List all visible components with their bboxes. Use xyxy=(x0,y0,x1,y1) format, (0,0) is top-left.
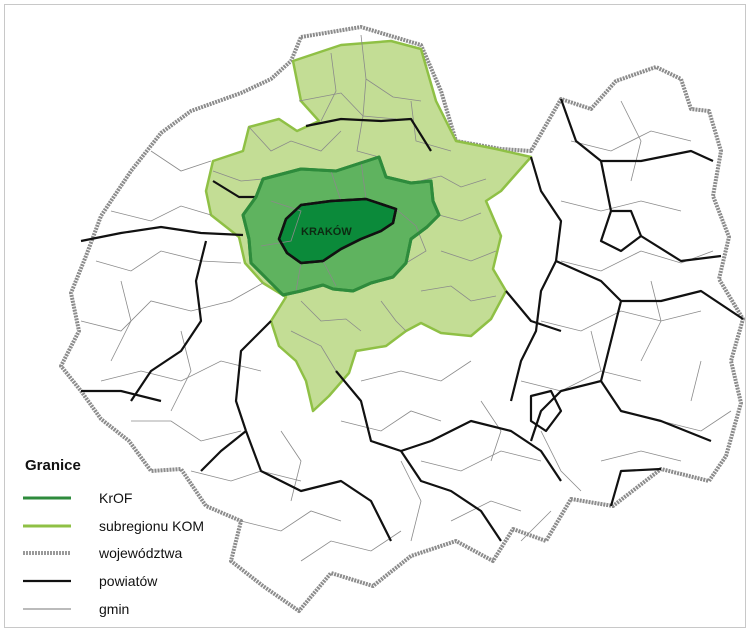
legend-item-county: powiatów xyxy=(23,572,157,590)
legend-label: KrOF xyxy=(99,490,133,506)
region-map: KRAKÓW xyxy=(59,25,745,613)
commune-boundaries xyxy=(80,34,732,562)
legend-label: gmin xyxy=(99,601,130,617)
legend-item-kom: subregionu KOM xyxy=(23,517,204,535)
commune-line-swatch xyxy=(23,608,71,610)
legend-label: powiatów xyxy=(99,573,158,589)
legend-item-commune: gmin xyxy=(23,600,129,618)
legend-item-krof: KrOF xyxy=(23,489,132,507)
legend-label: województwa xyxy=(99,545,183,561)
county-boundaries xyxy=(80,98,744,542)
kom-line-swatch xyxy=(23,524,71,528)
krof-line-swatch xyxy=(23,496,71,500)
voivodeship-line-swatch xyxy=(23,551,71,555)
legend-label: subregionu KOM xyxy=(99,518,205,534)
city-label-krakow: KRAKÓW xyxy=(301,225,352,238)
legend-title: Granice xyxy=(25,457,81,474)
county-line-swatch xyxy=(23,579,71,583)
map-frame: KRAKÓW Granice KrOF subregionu KOM wojew… xyxy=(4,4,746,628)
legend-item-voivodeship: województwa xyxy=(23,544,182,562)
